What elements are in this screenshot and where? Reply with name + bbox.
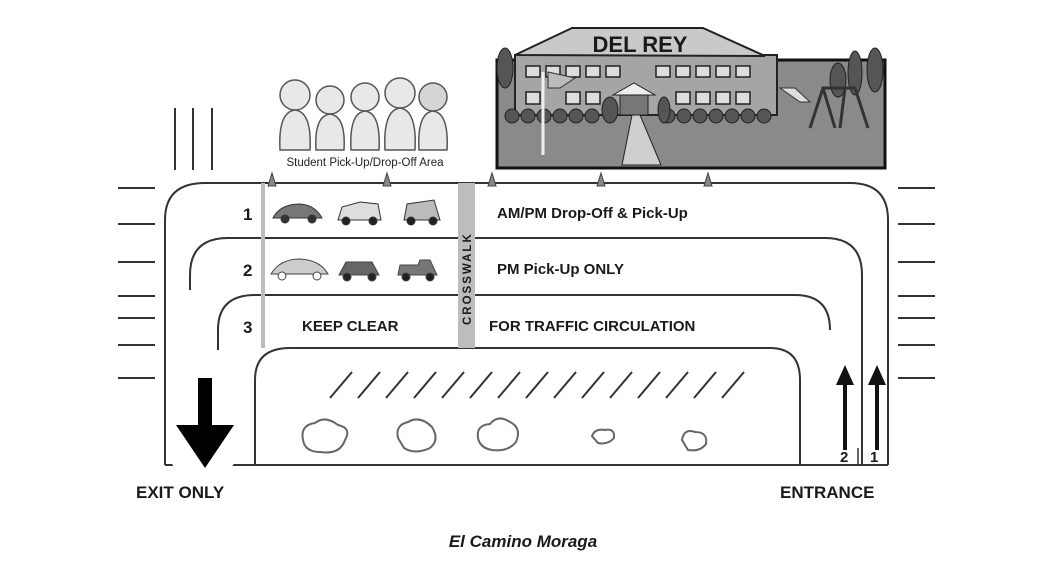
pickup-area-caption: Student Pick-Up/Drop-Off Area: [286, 157, 444, 169]
crosswalk: [458, 183, 475, 348]
students-illustration: [279, 77, 448, 151]
pickup-curb-strip: [261, 183, 265, 348]
school-illustration: DEL REY: [495, 27, 887, 170]
exit-label: EXIT ONLY: [136, 483, 225, 502]
entrance-lane-2-number: 2: [840, 449, 848, 466]
lane-2-number: 2: [243, 261, 252, 280]
island-hatching: [329, 371, 745, 399]
entrance-lane-1-number: 1: [870, 449, 878, 466]
lane-1-label: AM/PM Drop-Off & Pick-Up: [497, 205, 688, 222]
lane-3-number: 3: [243, 318, 252, 337]
lane-3-label: FOR TRAFFIC CIRCULATION: [489, 318, 695, 335]
side-dashes-right: [898, 187, 935, 379]
traffic-cones: [267, 171, 713, 187]
lane-2-label: PM Pick-Up ONLY: [497, 261, 624, 278]
exit-arrow-icon: [176, 378, 234, 468]
lane-1-number: 1: [243, 205, 252, 224]
road-outlines: [164, 182, 889, 466]
entrance-arrows: [836, 365, 886, 450]
lane-3-keep-clear: KEEP CLEAR: [302, 318, 399, 335]
entrance-label: ENTRANCE: [780, 483, 874, 502]
street-name: El Camino Moraga: [449, 532, 597, 551]
cars-lane-1: [272, 199, 441, 226]
island-bushes: [301, 417, 708, 454]
crosswalk-label: CROSSWALK: [462, 232, 474, 325]
cars-lane-2: [270, 258, 438, 282]
road-marks-top-left: [174, 108, 213, 170]
school-name: DEL REY: [593, 32, 688, 57]
side-dashes-left: [118, 187, 155, 379]
